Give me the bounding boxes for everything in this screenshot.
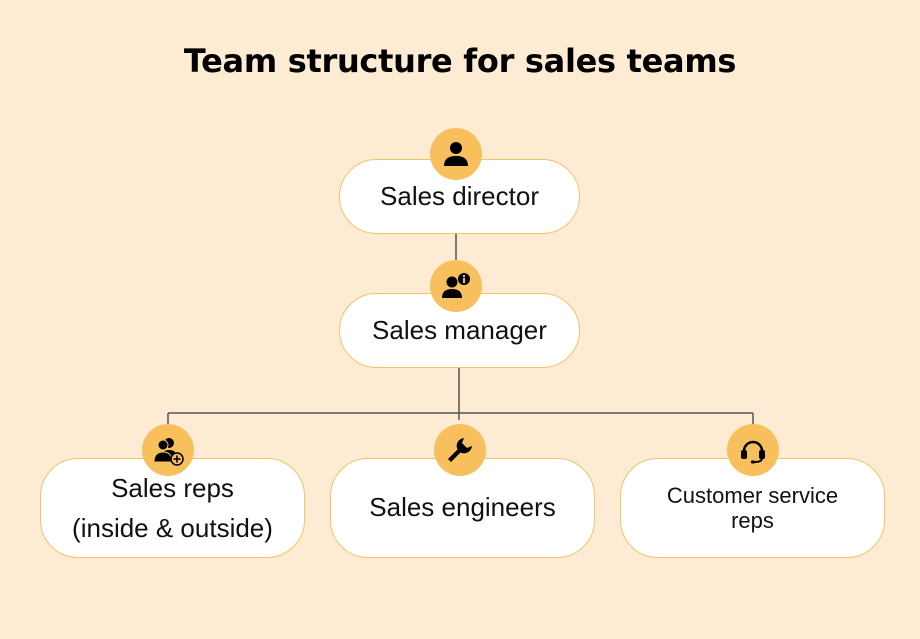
node-label-line2: reps xyxy=(731,508,774,533)
node-label: Sales engineers xyxy=(369,492,556,523)
node-label-line1: Customer service xyxy=(666,482,839,508)
person-info-icon xyxy=(430,260,482,312)
node-label: Sales manager xyxy=(372,314,547,345)
person-icon xyxy=(430,128,482,180)
headset-icon xyxy=(727,424,779,476)
node-label-line2: (inside & outside) xyxy=(72,513,273,543)
people-add-icon xyxy=(142,424,194,476)
diagram-title: Team structure for sales teams xyxy=(183,42,737,80)
node-sales-reps: Sales reps (inside & outside) xyxy=(40,458,305,558)
node-label-line1: Sales reps xyxy=(111,472,234,503)
wrench-icon xyxy=(434,424,486,476)
node-label: Sales director xyxy=(380,180,539,211)
